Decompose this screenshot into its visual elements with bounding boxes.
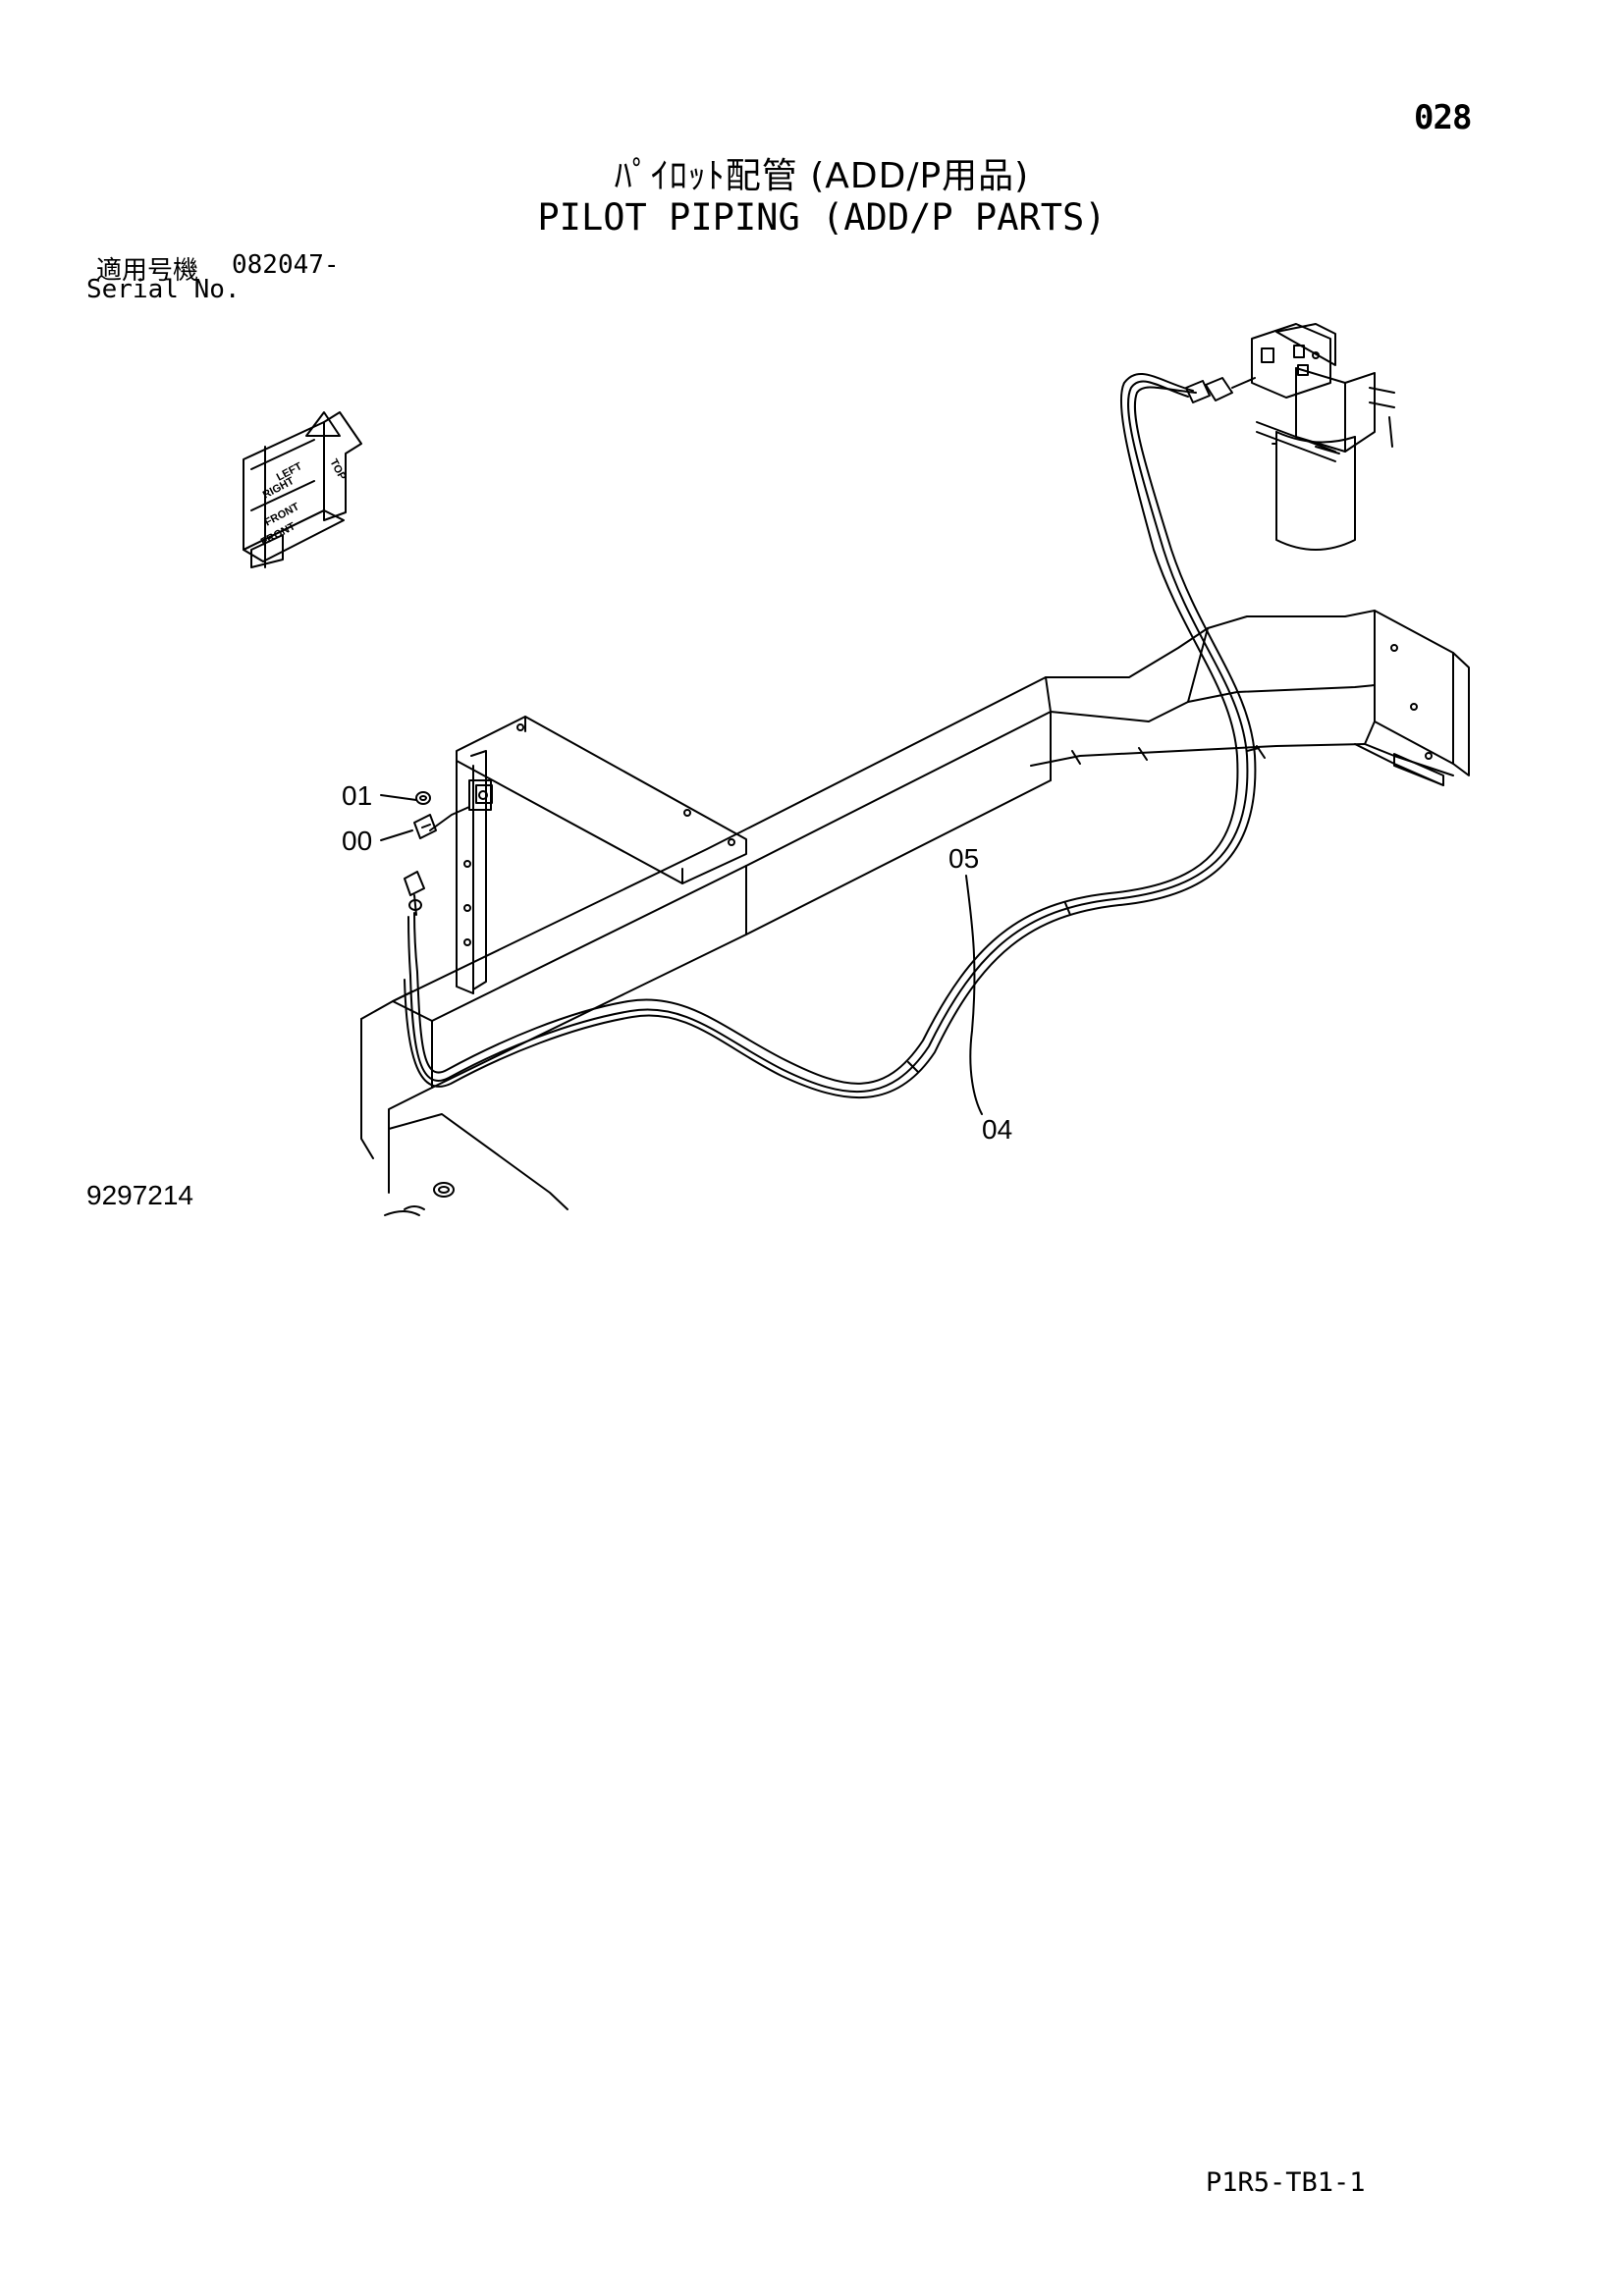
serial-number-value: 082047- [232, 250, 340, 280]
page-title-japanese: ﾊﾟｲﾛｯﾄ配管 (ADD/P用品) [614, 156, 1030, 196]
page-number: 028 [1414, 98, 1472, 137]
callout-label-00: 00 [342, 826, 372, 856]
callout-label-04: 04 [982, 1114, 1012, 1145]
figure-number: 9297214 [86, 1180, 194, 1210]
pilot-valve-assembly [1185, 323, 1395, 551]
serial-label-english: Serial No. [86, 275, 241, 304]
callout-leaders [380, 794, 983, 1115]
sheet-code: P1R5-TB1-1 [1206, 2167, 1366, 2198]
page-title-english: PILOT PIPING (ADD/P PARTS) [537, 196, 1107, 239]
serial-label-japanese: 適用号機 [96, 256, 199, 286]
orientation-marker: LEFT RIGHT FRONT FRONT TOP [243, 411, 362, 568]
callout-label-05: 05 [948, 843, 979, 874]
mounting-bracket [456, 716, 747, 994]
hose-fittings [404, 791, 470, 916]
machine-frame [360, 610, 1470, 1216]
pilot-hoses [404, 373, 1260, 1099]
callout-label-01: 01 [342, 780, 372, 811]
